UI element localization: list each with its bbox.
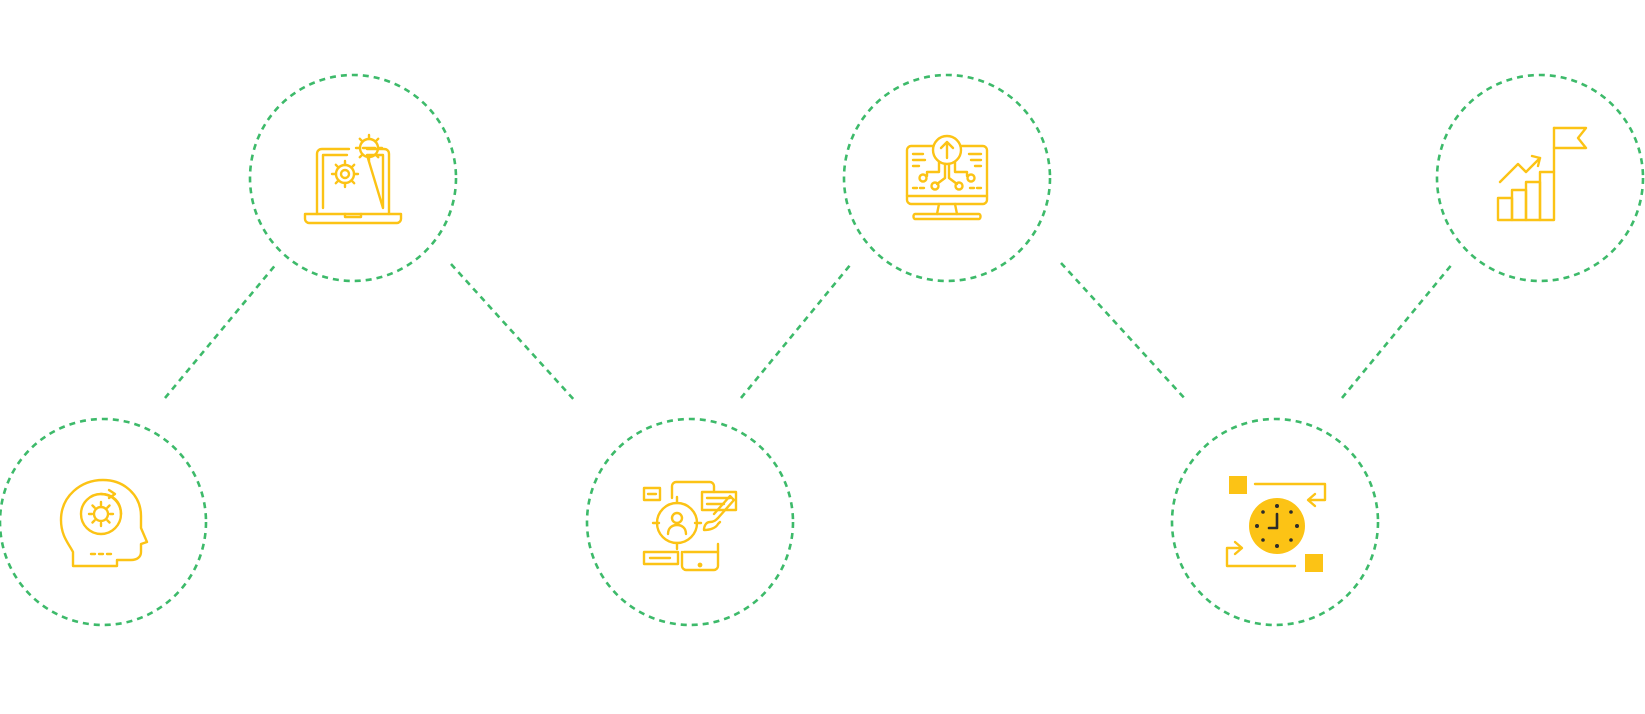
connector-2-3 bbox=[450, 263, 577, 403]
node-ring-2 bbox=[248, 73, 458, 283]
node-ring-1 bbox=[0, 417, 208, 627]
monitor-upload-network-icon bbox=[905, 134, 989, 221]
node-ring-3 bbox=[585, 417, 795, 627]
node-ring-6 bbox=[1435, 73, 1645, 283]
node-ring-5 bbox=[1170, 417, 1380, 627]
connector-5-6 bbox=[1340, 262, 1455, 399]
head-gear-icon bbox=[59, 478, 149, 568]
node-ring-4 bbox=[842, 73, 1052, 283]
growth-bars-flag-icon bbox=[1496, 126, 1588, 222]
clock-exchange-icon bbox=[1225, 476, 1327, 572]
connector-3-4 bbox=[739, 263, 853, 399]
connector-1-2 bbox=[163, 262, 279, 399]
laptop-gears-icon bbox=[303, 133, 403, 225]
connectors bbox=[163, 262, 1455, 403]
rings bbox=[0, 73, 1645, 627]
person-target-design-icon bbox=[642, 480, 738, 572]
connector-4-5 bbox=[1060, 262, 1188, 402]
